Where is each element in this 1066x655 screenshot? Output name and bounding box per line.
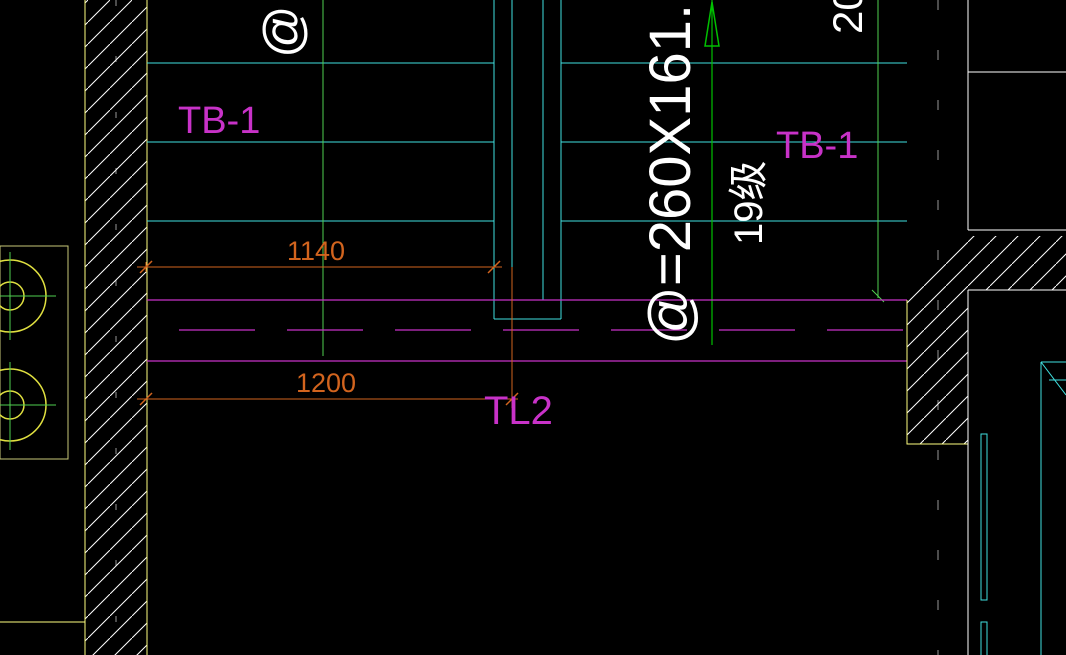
dimension-1200-text: 1200 bbox=[296, 368, 356, 398]
dimension-1140-text: 1140 bbox=[287, 236, 345, 266]
stair-spec-text: @=260X161.1 bbox=[638, 0, 703, 345]
stair-steps-text: 19级 bbox=[727, 161, 771, 246]
tb1-right-label: TB-1 bbox=[776, 125, 858, 167]
right-wall bbox=[906, 0, 1066, 655]
top-circle-char: @ bbox=[254, 5, 312, 58]
beam-tl2 bbox=[147, 299, 907, 362]
stair-well bbox=[493, 0, 562, 320]
axis-lines bbox=[322, 0, 885, 356]
pile-symbol-upper bbox=[0, 252, 56, 340]
right-door-detail bbox=[980, 361, 1066, 655]
dimension-1200 bbox=[137, 267, 519, 408]
left-column bbox=[0, 245, 85, 623]
stair-treads-left bbox=[147, 62, 494, 222]
pile-symbol-lower bbox=[0, 362, 56, 450]
dimension-1140 bbox=[137, 260, 502, 274]
left-wall bbox=[84, 0, 148, 655]
tl2-label: TL2 bbox=[484, 389, 553, 433]
stair-direction-arrow bbox=[704, 0, 720, 345]
tb1-left-label: TB-1 bbox=[178, 100, 260, 142]
stair-treads-right bbox=[561, 62, 907, 222]
top-right-number: 20 bbox=[824, 0, 871, 34]
